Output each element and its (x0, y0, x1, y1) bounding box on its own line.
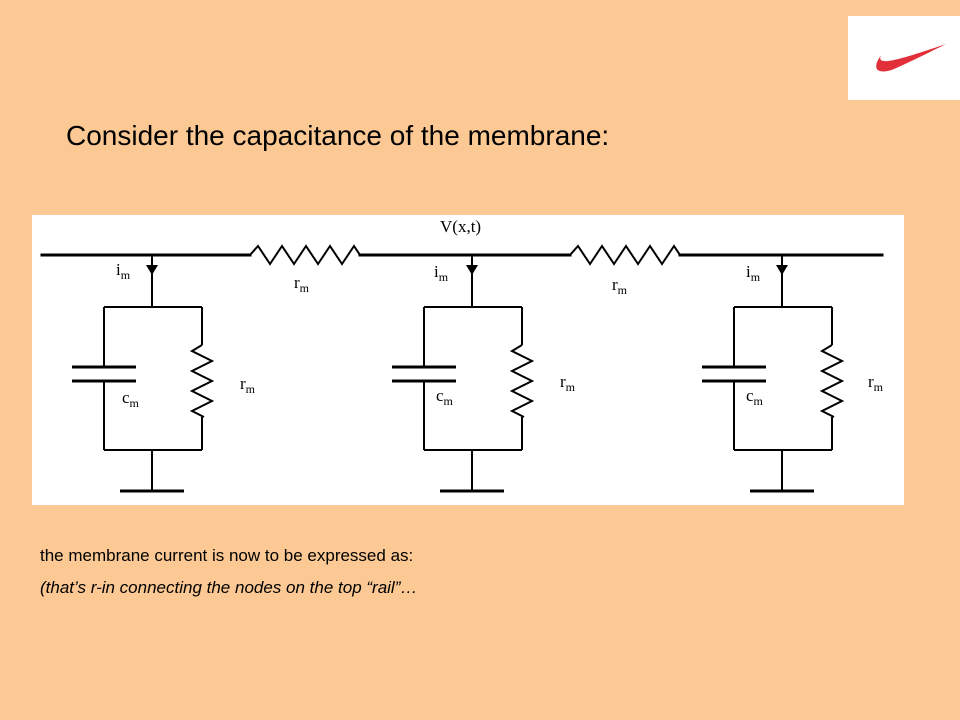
current-label: im (434, 262, 449, 284)
membrane-unit (72, 255, 215, 493)
circuit-diagram: V(x,t) rm rm im im im cm cm cm rm rm rm (32, 215, 904, 505)
membrane-resistor-label: rm (240, 374, 256, 396)
slide-title: Consider the capacitance of the membrane… (66, 120, 610, 151)
axial-resistor (568, 244, 682, 266)
axial-resistor-label: rm (612, 275, 628, 297)
capacitor-label: cm (122, 388, 140, 410)
note-line-2: (that’s r-in connecting the nodes on the… (40, 578, 418, 597)
current-label: im (746, 262, 761, 284)
membrane-unit (392, 255, 535, 493)
membrane-resistor-label: rm (560, 372, 576, 394)
membrane-resistor-label: rm (868, 372, 884, 394)
axial-resistor-label: rm (294, 273, 310, 295)
capacitor-label: cm (436, 386, 454, 408)
logo-box (848, 16, 960, 100)
note-line-1: the membrane current is now to be expres… (40, 546, 414, 565)
voltage-label: V(x,t) (440, 217, 481, 236)
circuit-svg: V(x,t) rm rm im im im cm cm cm rm rm rm (40, 217, 884, 493)
membrane-unit (702, 255, 845, 493)
current-label: im (116, 260, 131, 282)
swoosh-logo-icon (876, 44, 946, 72)
capacitor-label: cm (746, 386, 764, 408)
axial-resistor (248, 244, 362, 266)
